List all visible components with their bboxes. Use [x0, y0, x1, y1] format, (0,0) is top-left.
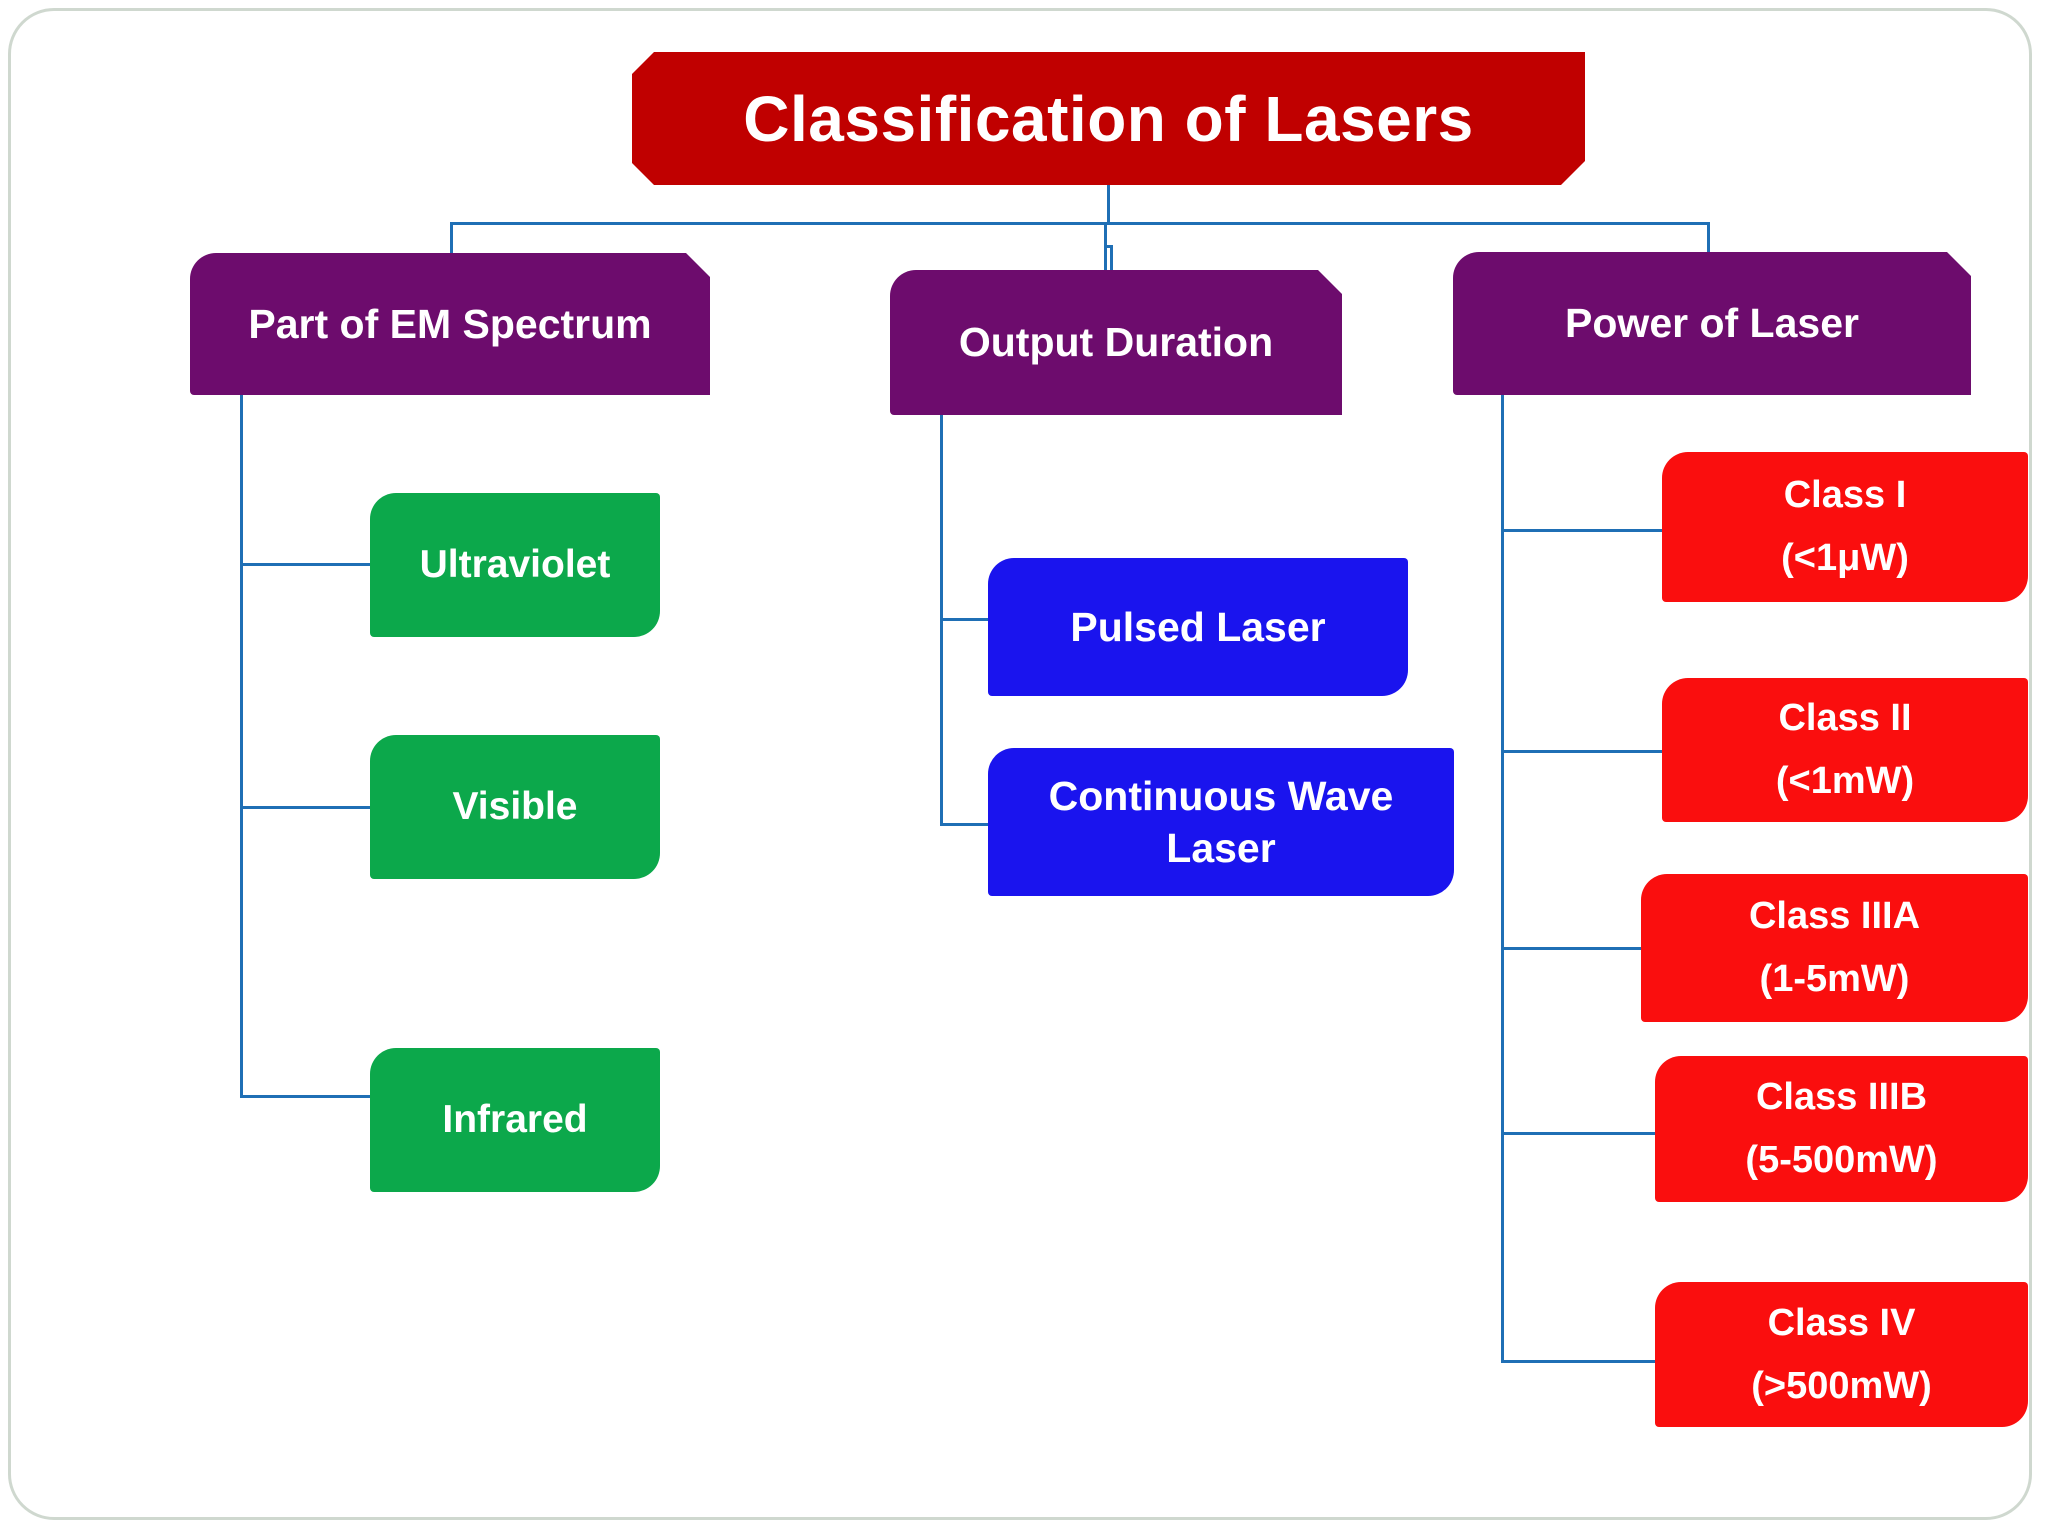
leaf-class-3a-power: (1-5mW) — [1759, 958, 1910, 1000]
category-em-spectrum-label: Part of EM Spectrum — [248, 300, 652, 347]
leaf-class-3a-name: Class IIIA — [1748, 895, 1921, 938]
leaf-visible-label: Visible — [452, 785, 578, 829]
connector-to-output-duration-2 — [1110, 245, 1113, 275]
leaf-class-2-power: (<1mW) — [1775, 760, 1915, 802]
connector-stub-class-4 — [1501, 1360, 1657, 1363]
diagram-title: Classification of Lasers — [632, 52, 1585, 185]
leaf-class-4-power: (>500mW) — [1751, 1364, 1932, 1407]
connector-to-power-of-laser — [1707, 222, 1710, 256]
leaf-infrared-label: Infrared — [442, 1098, 588, 1142]
leaf-class-3b-power: (5-500mW) — [1745, 1139, 1938, 1181]
leaf-continuous-wave-laser[interactable]: Continuous Wave Laser — [988, 748, 1454, 896]
leaf-class-3a[interactable]: Class IIIA (1-5mW) — [1641, 874, 2028, 1022]
leaf-class-4[interactable]: Class IV (>500mW) — [1655, 1282, 2028, 1427]
leaf-class-2-name: Class II — [1778, 697, 1912, 740]
connector-title-stem — [1107, 185, 1110, 225]
connector-output-duration-jog — [1104, 245, 1112, 248]
leaf-class-1[interactable]: Class I (<1μW) — [1662, 452, 2028, 602]
leaf-class-4-name: Class IV — [1767, 1301, 1916, 1344]
leaf-visible[interactable]: Visible — [370, 735, 660, 879]
leaf-continuous-wave-laser-label-line1: Continuous Wave — [1048, 772, 1394, 819]
connector-stub-class-3a — [1501, 947, 1643, 950]
leaf-class-3b[interactable]: Class IIIB (5-500mW) — [1655, 1056, 2028, 1202]
connector-stub-class-2 — [1501, 750, 1663, 753]
connector-level1-bus — [450, 222, 1710, 225]
connector-stub-class-1 — [1501, 529, 1663, 532]
category-output-duration-label: Output Duration — [958, 319, 1274, 365]
leaf-pulsed-laser[interactable]: Pulsed Laser — [988, 558, 1408, 696]
connector-stub-continuous-wave-laser — [940, 823, 990, 826]
leaf-class-3b-name: Class IIIB — [1755, 1076, 1928, 1119]
leaf-infrared[interactable]: Infrared — [370, 1048, 660, 1192]
connector-to-output-duration — [1104, 222, 1107, 274]
diagram-title-text: Classification of Lasers — [743, 82, 1474, 155]
connector-stub-visible — [240, 806, 372, 809]
category-em-spectrum[interactable]: Part of EM Spectrum — [190, 253, 710, 395]
connector-stub-ultraviolet — [240, 563, 372, 566]
connector-stub-pulsed-laser — [940, 618, 990, 621]
leaf-ultraviolet-label: Ultraviolet — [419, 543, 611, 587]
leaf-class-2[interactable]: Class II (<1mW) — [1662, 678, 2028, 822]
connector-stub-class-3b — [1501, 1132, 1657, 1135]
category-power-of-laser-label: Power of Laser — [1565, 300, 1859, 346]
category-output-duration[interactable]: Output Duration — [890, 270, 1342, 415]
connector-stub-infrared — [240, 1095, 372, 1098]
connector-to-em-spectrum — [450, 222, 453, 256]
leaf-ultraviolet[interactable]: Ultraviolet — [370, 493, 660, 637]
leaf-pulsed-laser-label: Pulsed Laser — [1070, 603, 1326, 650]
leaf-class-1-power: (<1μW) — [1781, 537, 1909, 579]
connector-trunk-em-spectrum — [240, 394, 243, 1098]
leaf-class-1-name: Class I — [1783, 474, 1907, 517]
leaf-continuous-wave-laser-label-line2: Laser — [1166, 825, 1276, 871]
category-power-of-laser[interactable]: Power of Laser — [1453, 252, 1971, 395]
connector-trunk-power-of-laser — [1501, 394, 1504, 1363]
